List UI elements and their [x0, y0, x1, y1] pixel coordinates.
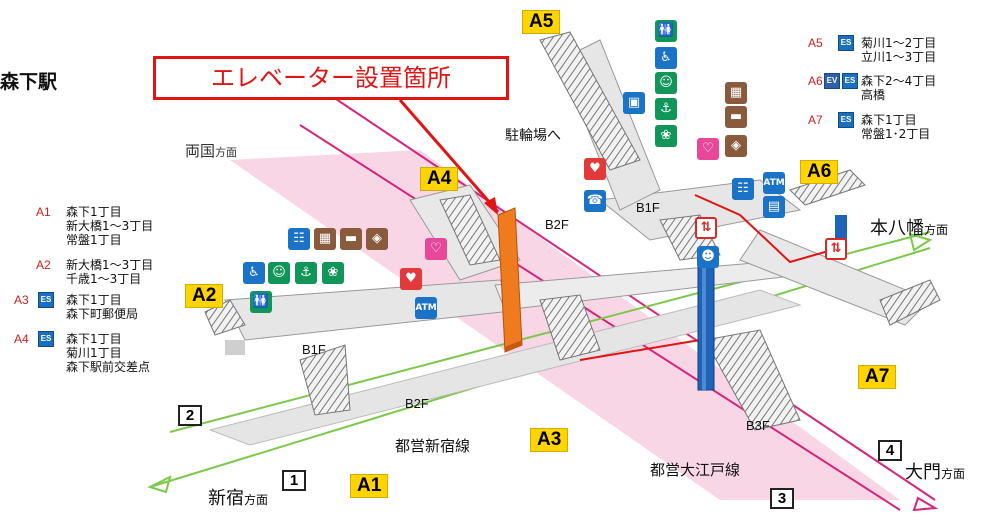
pass-icon: ◈ — [725, 135, 747, 157]
direction-motoyawata: 本八幡方面 — [870, 214, 948, 240]
legend-tag-a3: A3 — [14, 293, 29, 307]
legend-tag-a4: A4 — [14, 332, 29, 346]
ticket-vending-icon: ☷ — [732, 178, 754, 200]
direction-daimon: 大門方面 — [905, 458, 965, 484]
station-name: 森下駅 — [0, 71, 58, 93]
oedo-arrow — [912, 496, 939, 512]
exit-a4-badge[interactable]: A4 — [420, 167, 459, 191]
family-toilet-left-icon: ⚓ — [295, 262, 317, 284]
escalator-a4-icon: ES — [38, 331, 54, 347]
ticket-machine-icon: ▦ — [725, 82, 747, 104]
level-b1f-center: B1F — [636, 200, 660, 215]
priority-seat-icon: ♡ — [697, 138, 719, 160]
service-icon: ▤ — [763, 196, 785, 218]
platform-number-4: 4 — [878, 440, 902, 461]
platform-number-3: 3 — [770, 488, 794, 509]
legend-text-a6: 森下2〜4丁目 高橋 — [861, 74, 937, 102]
platform-number-2: 2 — [178, 405, 202, 426]
exit-a2-badge[interactable]: A2 — [185, 284, 224, 308]
legend-text-a1: 森下1丁目 新大橋1〜3丁目 常盤1丁目 — [66, 205, 154, 247]
escalator-a5-icon: ES — [838, 35, 854, 51]
direction-suffix: 方面 — [244, 493, 269, 507]
exit-a5-badge[interactable]: A5 — [522, 10, 561, 34]
direction-ryogoku: 両国方面 — [185, 140, 237, 161]
wheelchair-left-icon: ♿ — [243, 262, 265, 284]
shinjuku-arrow-right — [908, 232, 933, 252]
elevator-a6-icon: ⇅ — [825, 238, 847, 260]
locker-icon: ▣ — [623, 92, 645, 114]
level-b2f-left: B2F — [405, 396, 429, 411]
ticket-machine-left-icon: ☷ — [288, 228, 310, 250]
toilet-icon: 🚻 — [655, 20, 677, 42]
legend-tag-a2: A2 — [36, 258, 51, 272]
direction-name: 両国 — [185, 142, 216, 160]
escalator-a3-icon: ES — [38, 292, 54, 308]
direction-suffix: 方面 — [215, 146, 238, 159]
oedo-line-track-2 — [299, 124, 901, 511]
legend-text-a5: 菊川1〜2丁目 立川1〜3丁目 — [861, 36, 937, 64]
elevator-icon: ⇅ — [695, 217, 717, 239]
elevator-location-callout: エレベーター設置箇所 — [153, 56, 509, 100]
direction-suffix: 方面 — [924, 223, 949, 237]
accessible-route-b2f — [579, 339, 701, 361]
exit-a3-badge[interactable]: A3 — [530, 428, 569, 452]
toilet-left-icon: 🚻 — [250, 291, 272, 313]
aed-icon: ♥ — [584, 158, 606, 180]
oedo-line-label: 都営大江戸線 — [650, 461, 741, 479]
atm-left-icon: ATM — [415, 297, 437, 319]
stairs-b3f — [704, 329, 801, 431]
ostomate-icon: ❀ — [655, 125, 677, 147]
legend-tag-a7: A7 — [808, 113, 823, 127]
stairs-a1 — [299, 344, 351, 416]
legend-text-a2: 新大橋1〜3丁目 千歳1〜3丁目 — [66, 258, 154, 286]
baby-left-icon: ☺ — [268, 262, 290, 284]
legend-text-a3: 森下1丁目 森下町郵便局 — [66, 293, 139, 321]
elevator-a6-badge-icon: EV — [824, 73, 840, 89]
direction-name: 新宿 — [208, 488, 244, 509]
direction-name: 大門 — [905, 462, 941, 483]
legend-tag-a5: A5 — [808, 36, 823, 50]
stairs-a7 — [879, 279, 941, 326]
elevator-route — [694, 194, 833, 264]
exit-a1-badge[interactable]: A1 — [350, 474, 389, 498]
exit-a6-badge[interactable]: A6 — [800, 160, 839, 184]
ic-card-icon: ◈ — [366, 228, 388, 250]
ostomate-left-icon: ❀ — [322, 262, 344, 284]
bicycle-parking-label: 駐輪場へ — [505, 128, 561, 144]
priority-left-icon: ♡ — [425, 238, 447, 260]
card-reader-icon: ▬ — [725, 106, 747, 128]
fare-adjust-icon: ▦ — [314, 228, 336, 250]
callout-arrow — [398, 99, 500, 213]
legend-tag-a6: A6 — [808, 74, 823, 88]
direction-name: 本八幡 — [870, 218, 924, 239]
pass-left-icon: ▬ — [340, 228, 362, 250]
stairs-a3 — [539, 294, 601, 361]
legend-text-a7: 森下1丁目 常盤1･2丁目 — [861, 113, 931, 141]
direction-suffix: 方面 — [941, 467, 966, 481]
legend-text-a4: 森下1丁目 菊川1丁目 森下駅前交差点 — [66, 332, 151, 374]
escalator-a7-icon: ES — [838, 112, 854, 128]
baby-icon: ☺ — [655, 72, 677, 94]
level-b1f-left: B1F — [302, 342, 326, 357]
direction-shinjuku: 新宿方面 — [208, 484, 268, 510]
oedo-line-track — [329, 94, 936, 501]
escalator-a6-icon: ES — [842, 73, 858, 89]
exit-a7-badge[interactable]: A7 — [858, 365, 897, 389]
wheelchair-icon: ♿ — [655, 47, 677, 69]
family-toilet-icon: ⚓ — [655, 98, 677, 120]
shinjuku-arrow-left — [147, 475, 172, 494]
legend-tag-a1: A1 — [36, 205, 51, 219]
atm-icon: ATM — [763, 172, 785, 194]
elevator-info-icon: ☻ — [697, 246, 719, 268]
stairs-a5 — [539, 31, 641, 171]
level-b3f: B3F — [746, 418, 770, 433]
aed-left-icon: ♥ — [400, 268, 422, 290]
platform-number-1: 1 — [282, 470, 306, 491]
shinjuku-line-label: 都営新宿線 — [395, 437, 471, 455]
phone-icon: ☎ — [584, 190, 606, 212]
level-b2f-center: B2F — [545, 217, 569, 232]
elevator-shaft-a6 — [835, 215, 847, 243]
